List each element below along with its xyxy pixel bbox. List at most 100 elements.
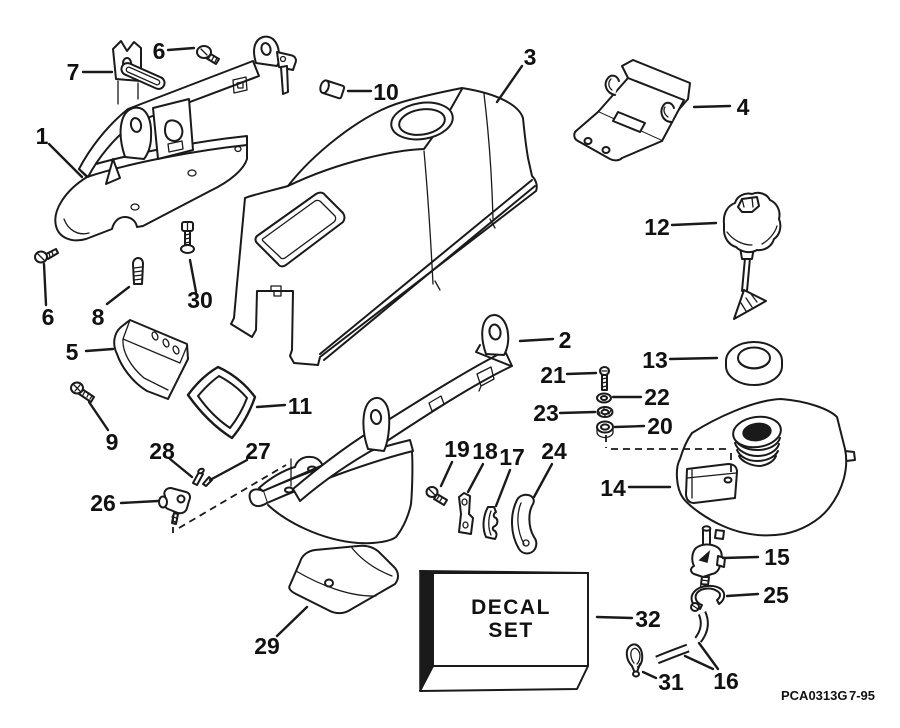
leader-16 [683,641,720,671]
leader-6a [166,46,196,52]
leader-5 [84,347,115,353]
callout-14: 14 [600,475,626,501]
part-31-spring-clamp [625,643,644,678]
part-22-washer [596,392,612,404]
decal-set-label-line2: SET [488,619,533,642]
callout-5: 5 [66,339,79,365]
callout-21: 21 [540,362,566,388]
callout-6-top: 6 [153,38,166,64]
part-16-hoses [655,611,709,665]
leader-30 [188,258,198,294]
part-25-clamp [690,584,726,612]
callout-26: 26 [90,490,116,516]
callout-10: 10 [373,79,399,105]
part-13-seal-ring [725,341,783,386]
part-32-decal-set-box: DECAL SET [419,570,589,692]
leader-27 [208,458,249,482]
assembly-reference-lines [172,435,732,533]
part-28-pin [192,467,205,486]
part-18-latch-plate [458,492,474,535]
callout-25: 25 [763,582,789,608]
part-6-screw-left [34,248,59,264]
part-5-bracket [113,319,189,400]
leader-11 [255,403,287,409]
callout-23: 23 [533,400,559,426]
callout-28: 28 [149,438,175,464]
leader-2 [518,337,555,343]
leader-9 [87,400,110,432]
part-4-latch-bracket [573,59,691,162]
callout-8: 8 [92,304,105,330]
callout-numbers: 1 2 3 4 5 6 6 7 8 9 10 11 12 13 14 15 16… [36,38,790,695]
callout-31: 31 [658,669,684,695]
part-6-screw-top [196,45,220,65]
callout-12: 12 [644,214,670,240]
leader-25 [725,592,760,598]
callout-15: 15 [764,544,790,570]
leader-6b [42,262,48,307]
callout-4: 4 [737,94,750,120]
leader-4 [692,104,732,109]
part-29-plate [288,544,399,615]
part-24-latch-handle [511,493,538,555]
callout-2: 2 [559,327,572,353]
leader-21 [565,371,598,376]
part-7-strip [120,62,166,90]
part-21-screw [599,366,610,391]
revision-date-label: 7-95 [849,688,875,703]
callout-22: 22 [644,384,670,410]
leader-3 [495,64,524,104]
leader-17 [494,468,512,508]
callout-6-left: 6 [42,304,55,330]
decal-set-label-line1: DECAL [471,596,551,619]
part-2-support-bracket [248,314,513,545]
callout-30: 30 [187,287,213,313]
callout-17: 17 [499,444,525,470]
callout-3: 3 [524,44,537,70]
part-1-support-bracket [54,35,297,242]
callout-9: 9 [106,429,119,455]
figure-code: PCA0313G 7-95 [781,688,875,703]
leader-1 [47,142,84,179]
part-10-pad [319,79,346,100]
callout-7: 7 [67,59,80,85]
part-9-screw [70,381,95,403]
leader-15 [721,555,760,560]
leader-23 [558,410,597,415]
leader-18 [466,462,485,494]
part-3-engine-cover [230,87,538,366]
leader-19 [439,460,454,488]
part-14-fuel-tank [675,398,856,540]
callout-32: 32 [635,606,661,632]
part-26-latch-knob [158,487,191,525]
leader-20 [613,424,646,429]
leader-24 [532,462,554,499]
leader-8 [105,285,131,306]
callout-24: 24 [541,438,567,464]
part-20-nut [596,420,614,439]
part-15-fuel-valve [690,525,726,589]
callout-16: 16 [713,668,739,694]
part-code-label: PCA0313G [781,688,847,703]
part-30-screw [180,221,195,254]
callout-20: 20 [647,413,673,439]
leader-26 [119,499,160,505]
leader-28 [168,457,194,479]
part-8-stud [132,257,144,285]
part-11-seal [186,365,257,440]
callout-18: 18 [472,438,498,464]
leader-lines [42,46,760,680]
part-17-latch-clip [482,506,499,540]
callout-27: 27 [245,438,271,464]
callout-19: 19 [444,436,470,462]
part-12-fuel-cap [722,191,782,320]
callout-1: 1 [36,123,49,149]
callout-13: 13 [642,347,668,373]
part-19-screw [425,486,448,506]
part-23-lock-washer [596,406,614,418]
leader-31 [641,670,658,680]
callout-29: 29 [254,633,280,659]
callout-11: 11 [288,393,313,419]
